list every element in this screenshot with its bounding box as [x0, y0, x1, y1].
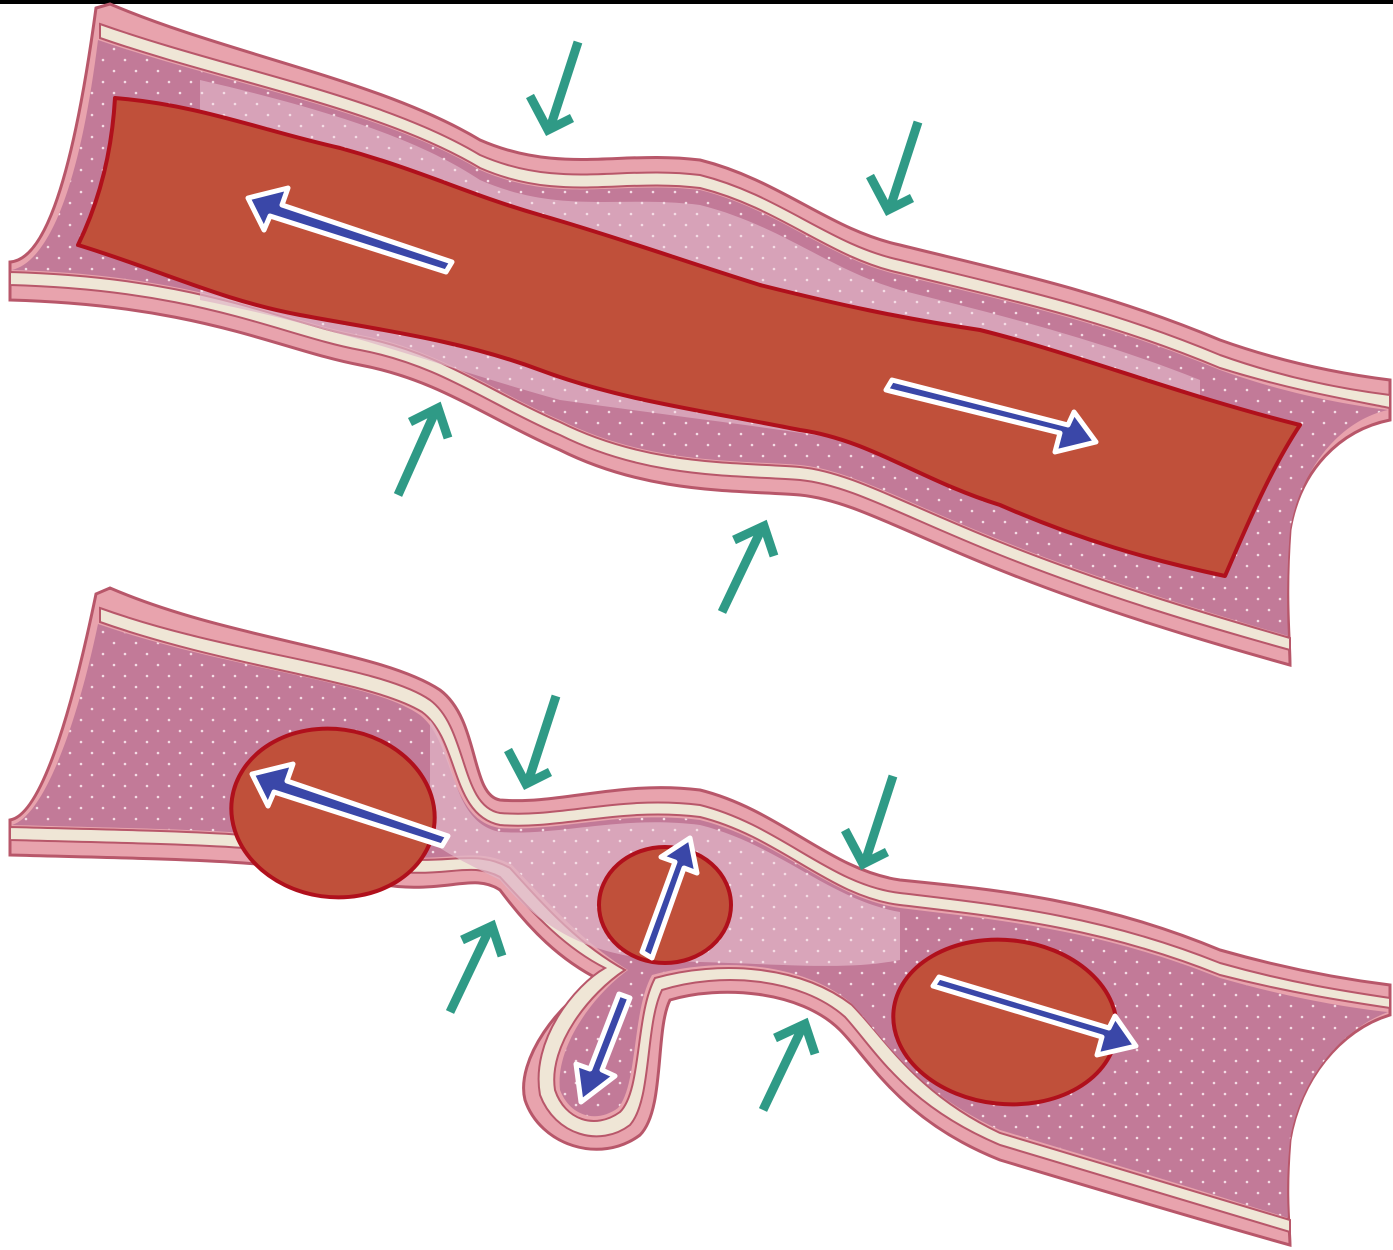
top-pressure-arrow-1-icon: [530, 42, 578, 130]
top-vessel: [10, 4, 1390, 665]
bottom-pressure-arrow-3-icon: [450, 926, 502, 1012]
bottom-pressure-arrow-1-icon: [508, 696, 556, 784]
bottom-pressure-arrow-4-icon: [763, 1024, 815, 1110]
top-pressure-arrow-4-icon: [722, 526, 774, 612]
bottom-vessel: [10, 588, 1390, 1245]
top-pressure-arrow-2-icon: [870, 122, 918, 210]
top-pressure-arrow-3-icon: [398, 408, 448, 495]
bottom-pressure-arrow-2-icon: [845, 776, 893, 864]
